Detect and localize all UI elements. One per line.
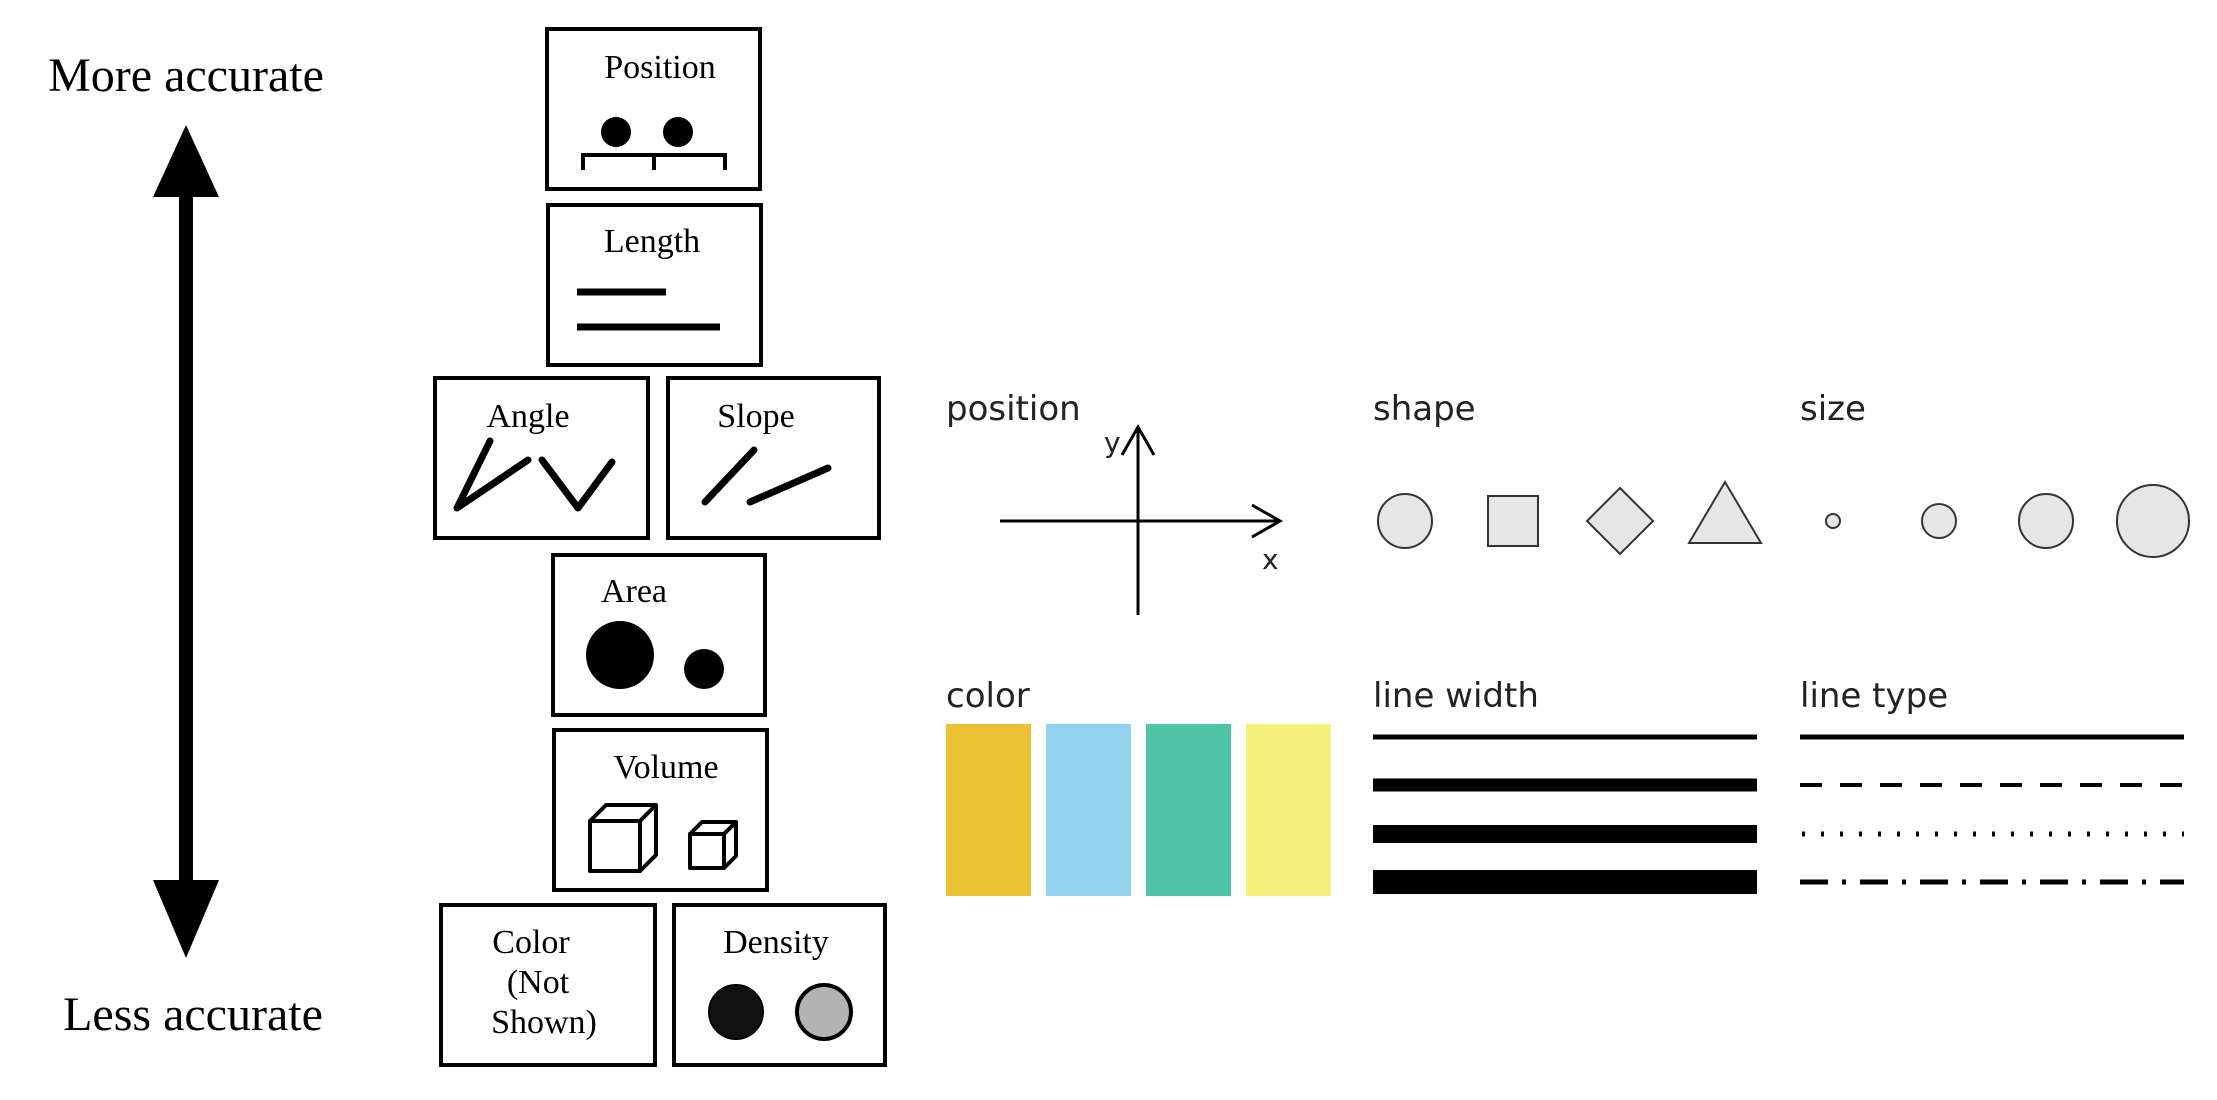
color-box: Color (Not Shown)	[439, 903, 657, 1067]
triangle-shape-icon	[1687, 480, 1763, 544]
shape-aesthetic: shape	[1373, 389, 1763, 556]
steep-slope-icon	[701, 446, 758, 506]
position-dot-icon	[663, 117, 693, 147]
angle-box: Angle	[433, 376, 650, 540]
color-swatch	[1246, 724, 1331, 896]
position-box-label: Position	[604, 49, 715, 86]
size-aesthetic: size	[1800, 389, 2190, 558]
size-circle-icon	[1921, 503, 1957, 539]
position-aesthetic: position y x	[946, 389, 1284, 615]
slope-box-label: Slope	[717, 398, 794, 435]
aesthetics-panel: position y x shape size color	[946, 389, 2190, 896]
x-axis-arrow-icon	[1251, 503, 1284, 539]
large-area-circle-icon	[586, 621, 654, 689]
line-type-aesthetic-label: line type	[1800, 676, 1948, 716]
color-aesthetic: color	[946, 676, 1331, 896]
small-area-circle-icon	[684, 649, 724, 689]
size-circle-icon	[1825, 513, 1841, 529]
density-box-label: Density	[723, 924, 829, 961]
position-box: Position	[545, 27, 762, 191]
color-swatch	[946, 724, 1031, 896]
shape-aesthetic-label: shape	[1373, 389, 1476, 429]
color-swatch	[1146, 724, 1231, 896]
angle-wide-icon	[453, 437, 532, 512]
color-box-label: Color	[492, 924, 570, 961]
accuracy-scale: More accurate Less accurate	[48, 49, 324, 1041]
area-box: Area	[551, 553, 767, 717]
dark-density-circle-icon	[708, 984, 764, 1040]
color-aesthetic-label: color	[946, 676, 1030, 716]
color-box-label: (Not	[507, 964, 570, 1001]
line-type-aesthetic: line type	[1800, 676, 2184, 885]
square-shape-icon	[1487, 495, 1539, 547]
diamond-shape-icon	[1585, 486, 1655, 556]
angle-narrow-icon	[538, 456, 616, 512]
more-accurate-label: More accurate	[48, 49, 324, 102]
light-density-circle-icon	[795, 983, 853, 1041]
area-box-label: Area	[601, 573, 667, 610]
y-axis-arrow-icon	[1120, 423, 1156, 456]
length-box: Length	[546, 203, 763, 367]
large-cube-icon	[588, 803, 658, 873]
x-axis-label: x	[1262, 543, 1279, 576]
slope-box: Slope	[666, 376, 881, 540]
size-circle-icon	[2018, 493, 2074, 549]
perceptual-boxes: Position Length Angle Slope	[433, 27, 887, 1067]
volume-box-label: Volume	[613, 749, 718, 786]
position-aesthetic-label: position	[946, 389, 1081, 429]
arrow-head-down-icon	[153, 880, 219, 958]
less-accurate-label: Less accurate	[63, 988, 323, 1041]
line-width-aesthetic-label: line width	[1373, 676, 1539, 716]
length-box-label: Length	[604, 223, 700, 260]
color-box-label: Shown)	[491, 1004, 597, 1041]
position-scale-icon	[581, 153, 727, 170]
volume-box: Volume	[552, 728, 769, 892]
color-swatch	[1046, 724, 1131, 896]
density-box: Density	[672, 903, 887, 1067]
position-dot-icon	[601, 117, 631, 147]
small-cube-icon	[688, 820, 738, 870]
line-width-aesthetic: line width	[1373, 676, 1757, 894]
angle-box-label: Angle	[486, 398, 569, 435]
size-aesthetic-label: size	[1800, 389, 1866, 429]
size-circle-icon	[2116, 484, 2190, 558]
y-axis-label: y	[1104, 426, 1121, 459]
arrow-head-up-icon	[153, 125, 219, 197]
circle-shape-icon	[1377, 493, 1433, 549]
shallow-slope-icon	[746, 464, 832, 506]
